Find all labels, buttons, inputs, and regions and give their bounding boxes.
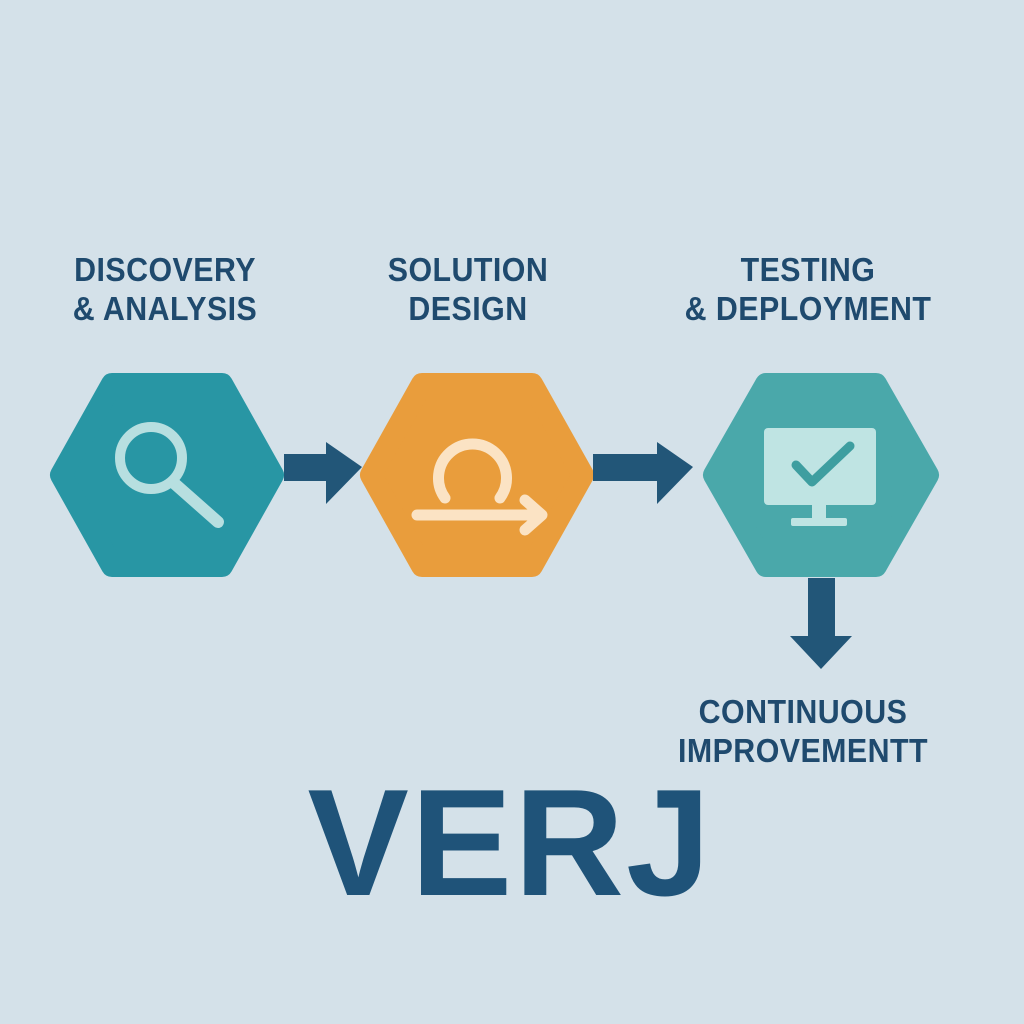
step-2-line1: SOLUTION [387, 251, 549, 288]
step-2-hexagon [360, 373, 594, 577]
step-2-line2: DESIGN [408, 290, 528, 327]
iteration-loop-icon [411, 438, 548, 536]
monitor-check-icon [764, 428, 876, 526]
step-1-label: DISCOVERY & ANALYSIS [55, 250, 276, 328]
step-3-line2: & DEPLOYMENT [684, 290, 932, 327]
final-step-line2: IMPROVEMENTT [677, 732, 929, 769]
step-1-line2: & ANALYSIS [72, 290, 258, 327]
final-step-line1: CONTINUOUS [698, 693, 908, 730]
step-1-line1: DISCOVERY [74, 251, 256, 288]
step-2-label: SOLUTION DESIGN [358, 250, 579, 328]
brand-logo: VERJ [307, 758, 713, 928]
final-step-label: CONTINUOUS IMPROVEMENTT [665, 692, 941, 770]
magnifier-icon [115, 422, 224, 528]
step-3-line1: TESTING [740, 251, 876, 288]
step-3-label: TESTING & DEPLOYMENT [670, 250, 946, 328]
arrow-down [790, 578, 852, 669]
arrow-right-2 [593, 442, 693, 504]
arrow-right-1 [284, 442, 362, 504]
step-1-hexagon [50, 373, 284, 577]
